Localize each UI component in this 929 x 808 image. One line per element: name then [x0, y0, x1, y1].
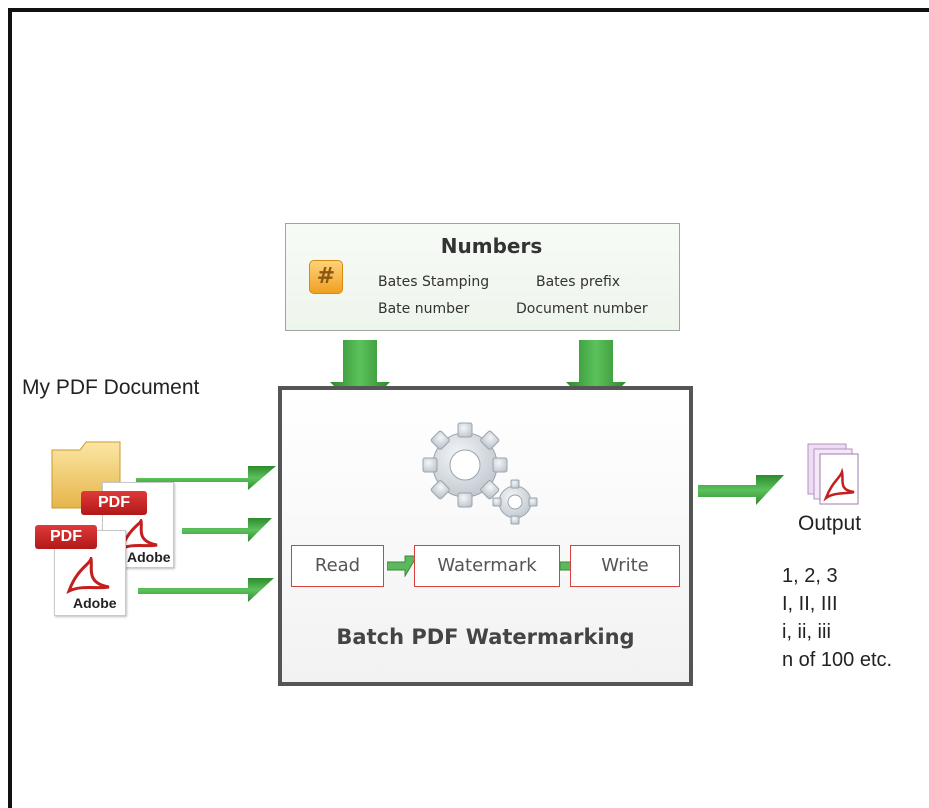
output-format-roman-upper: I, II, III: [782, 593, 838, 615]
pdf-file-front: PDF Adobe: [35, 525, 126, 616]
numbers-item-document-number: Document number: [516, 301, 648, 317]
pdf-badge: PDF: [81, 491, 147, 515]
output-format-arabic: 1, 2, 3: [782, 565, 838, 587]
step-watermark: Watermark: [414, 545, 560, 587]
pdf-document-stack: PDF Adobe PDF Adobe: [35, 440, 190, 630]
diagram-frame: [8, 8, 929, 808]
acrobat-icon: [66, 557, 110, 595]
numbers-item-bates-stamping: Bates Stamping: [378, 274, 490, 290]
adobe-label: Adobe: [127, 549, 171, 565]
input-arrow-3-icon: [138, 578, 274, 602]
output-pdf-stack-icon: [807, 443, 859, 505]
output-formats-list: 1, 2, 3 I, II, III i, ii, iii n of 100 e…: [782, 562, 892, 674]
numbers-item-bates-prefix: Bates prefix: [536, 274, 621, 290]
output-format-n-of: n of 100 etc.: [782, 649, 893, 671]
acrobat-icon: [117, 519, 158, 553]
input-label: My PDF Document: [22, 376, 200, 399]
numbers-title: Numbers: [440, 234, 543, 258]
hash-icon: #: [309, 260, 343, 294]
input-arrow-1-icon: [136, 466, 276, 490]
gears-icon: [422, 422, 538, 525]
process-title: Batch PDF Watermarking: [336, 625, 635, 649]
step-read: Read: [291, 545, 384, 587]
numbers-item-bate-number: Bate number: [378, 301, 470, 317]
adobe-label: Adobe: [73, 595, 117, 611]
output-arrow-icon: [698, 475, 784, 505]
input-arrows: [136, 466, 276, 602]
output-label: Output: [798, 512, 862, 535]
step-write: Write: [570, 545, 680, 587]
output-format-roman-lower: i, ii, iii: [782, 621, 831, 643]
pdf-badge: PDF: [35, 525, 97, 549]
batch-process-box: Read Watermark Write Batch PDF Watermark…: [278, 386, 693, 686]
input-arrow-2-icon: [182, 518, 272, 542]
step-arrow-1-icon: [387, 555, 417, 577]
numbers-panel: Numbers # Bates Stamping Bates prefix Ba…: [285, 223, 680, 331]
pdf-file-back: PDF Adobe: [81, 482, 174, 568]
